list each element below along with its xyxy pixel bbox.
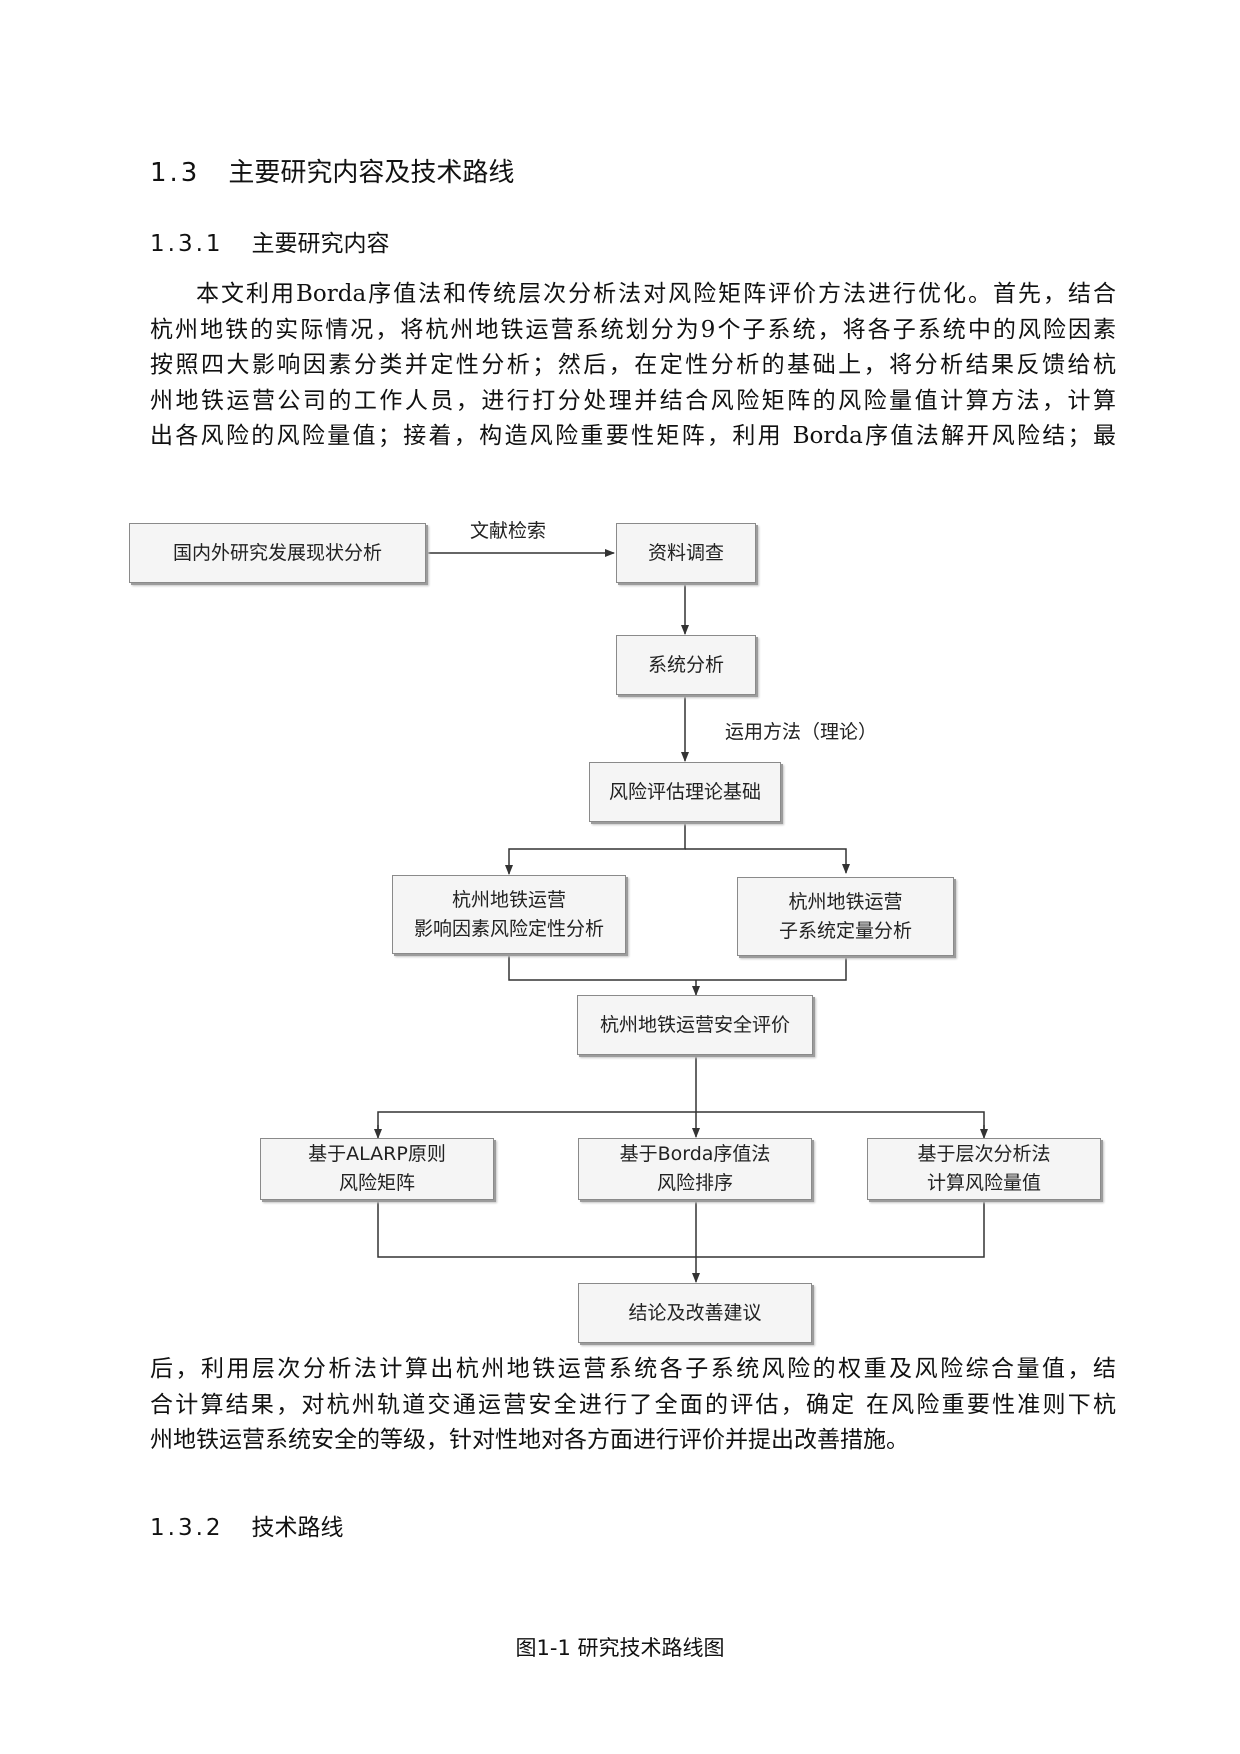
box-system-label: 系统分析 xyxy=(647,653,724,676)
paragraph-1: 本文利用Borda序值法和传统层次分析法对风险矩阵评价方法进行优化。首先，结合 … xyxy=(150,277,1116,455)
box-borda-line1: 基于Borda序值法 xyxy=(619,1143,771,1165)
paragraph-line: 本文利用Borda序值法和传统层次分析法对风险矩阵评价方法进行优化。首先，结合 xyxy=(196,281,1116,307)
box-ahp-line2: 计算风险量值 xyxy=(926,1172,1041,1194)
paragraph-line: 州地铁运营公司的工作人员，进行打分处理并结合风险矩阵的风险量值计算方法，计算 xyxy=(150,387,1116,414)
section-heading: 1.3 主要研究内容及技术路线 xyxy=(150,152,514,189)
box-conclusion: 结论及改善建议 xyxy=(578,1283,812,1343)
split-connector-right xyxy=(685,848,850,874)
box-domestic-research: 国内外研究发展现状分析 xyxy=(129,523,426,583)
box-quant-line1: 杭州地铁运营 xyxy=(788,890,903,913)
fanout-connector xyxy=(377,1111,985,1135)
box-quantitative-analysis: 杭州地铁运营 子系统定量分析 xyxy=(737,877,954,956)
box-borda-ranking: 基于Borda序值法 风险排序 xyxy=(578,1138,812,1200)
subsection-title-2: 技术路线 xyxy=(251,1515,344,1541)
figure-caption: 图1-1 研究技术路线图 xyxy=(515,1636,725,1660)
box-domestic-label: 国内外研究发展现状分析 xyxy=(172,541,382,564)
box-data-survey: 资料调查 xyxy=(616,523,756,583)
edge-label-method: 运用方法（理论） xyxy=(725,721,878,743)
box-alarp-matrix: 基于ALARP原则 风险矩阵 xyxy=(260,1138,494,1200)
subsection-title-1: 主要研究内容 xyxy=(251,231,390,257)
subsection-heading-2: 1.3.2 技术路线 xyxy=(150,1508,344,1542)
box-data-label: 资料调查 xyxy=(647,541,724,564)
paragraph-line: 后，利用层次分析法计算出杭州地铁运营系统各子系统风险的权重及风险综合量值，结 xyxy=(150,1356,1116,1382)
subsection-heading-1: 1.3.1 主要研究内容 xyxy=(150,224,390,258)
paragraph-line: 合计算结果，对杭州轨道交通运营安全进行了全面的评估，确定 在风险重要性准则下杭 xyxy=(150,1391,1116,1418)
box-theory-label: 风险评估理论基础 xyxy=(608,780,761,803)
merge-connector xyxy=(508,954,847,981)
box-safety-label: 杭州地铁运营安全评价 xyxy=(599,1013,790,1036)
section-title: 主要研究内容及技术路线 xyxy=(228,158,515,188)
box-ahp-line1: 基于层次分析法 xyxy=(917,1143,1051,1165)
box-conclusion-label: 结论及改善建议 xyxy=(628,1301,762,1324)
box-alarp-line2: 风险矩阵 xyxy=(338,1172,415,1194)
section-number: 1.3 xyxy=(150,158,201,188)
box-risk-theory: 风险评估理论基础 xyxy=(589,762,781,822)
edge-label-literature: 文献检索 xyxy=(470,520,547,542)
fanin-connector xyxy=(377,1200,985,1258)
box-system-analysis: 系统分析 xyxy=(616,635,756,695)
box-qualitative-analysis: 杭州地铁运营 影响因素风险定性分析 xyxy=(392,875,626,954)
paragraph-2: 后，利用层次分析法计算出杭州地铁运营系统各子系统风险的权重及风险综合量值，结 合… xyxy=(150,1352,1116,1459)
box-quant-line2: 子系统定量分析 xyxy=(778,919,912,942)
paragraph-line: 出各风险的风险量值；接着，构造风险重要性矩阵，利用 Borda序值法解开风险结；… xyxy=(150,423,1116,449)
box-ahp-calculation: 基于层次分析法 计算风险量值 xyxy=(867,1138,1101,1200)
box-borda-line2: 风险排序 xyxy=(656,1172,733,1194)
split-connector xyxy=(508,822,686,873)
paragraph-line: 按照四大影响因素分类并定性分析；然后，在定性分析的基础上，将分析结果反馈给杭 xyxy=(150,352,1116,378)
paragraph-line: 杭州地铁的实际情况，将杭州地铁运营系统划分为9个子系统，将各子系统中的风险因素 xyxy=(150,316,1116,343)
box-qual-line1: 杭州地铁运营 xyxy=(451,888,566,911)
box-safety-evaluation: 杭州地铁运营安全评价 xyxy=(577,995,813,1055)
subsection-number-1: 1.3.1 xyxy=(150,231,224,257)
box-qual-line2: 影响因素风险定性分析 xyxy=(413,917,604,940)
box-alarp-line1: 基于ALARP原则 xyxy=(308,1143,446,1165)
paragraph-line: 州地铁运营系统安全的等级，针对性地对各方面进行评价并提出改善措施。 xyxy=(150,1427,909,1453)
subsection-number-2: 1.3.2 xyxy=(150,1515,224,1541)
